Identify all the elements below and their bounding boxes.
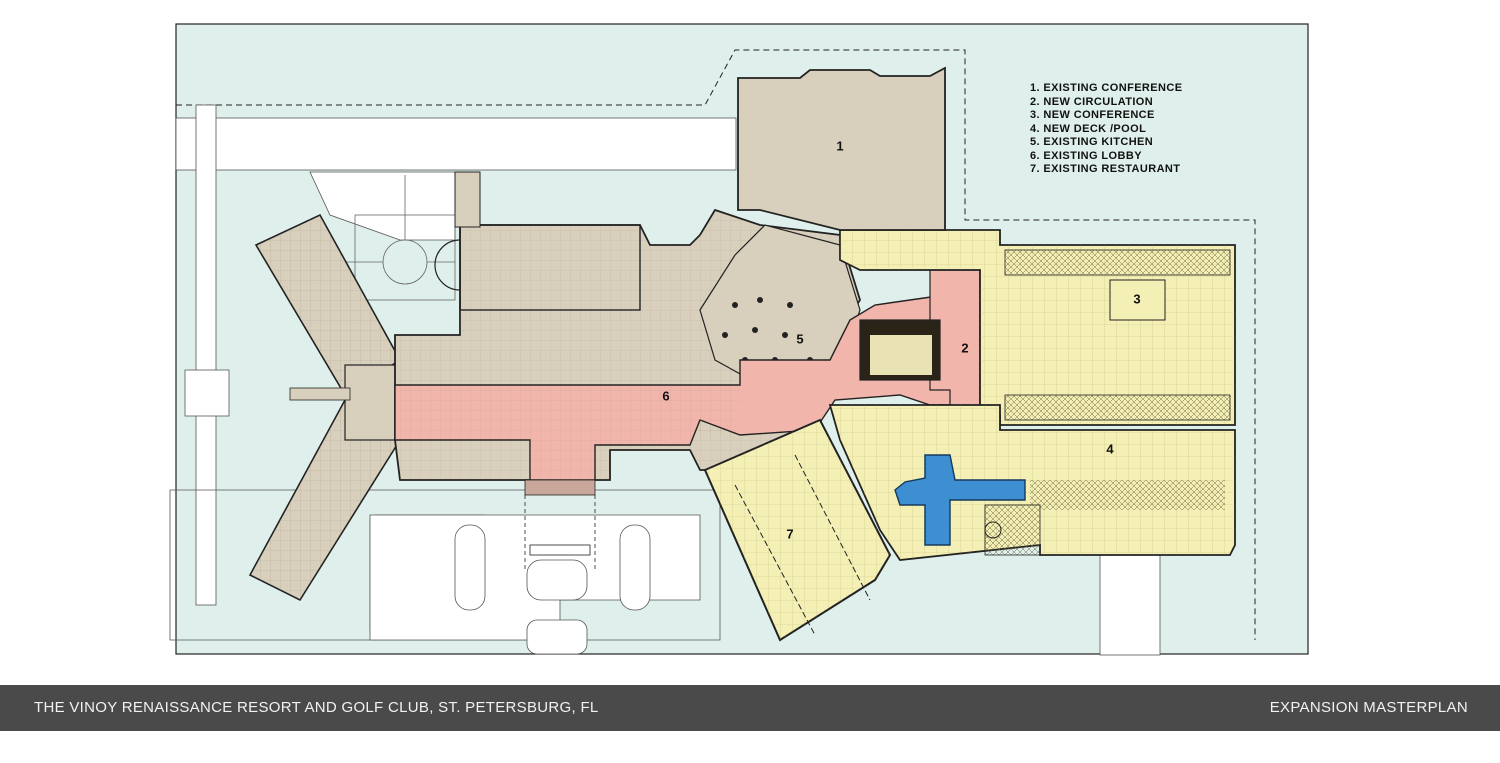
zone-7-restaurant xyxy=(703,418,892,642)
project-title: THE VINOY RENAISSANCE RESORT AND GOLF CL… xyxy=(34,699,599,716)
zone-1-existing-conference xyxy=(737,66,946,231)
zone-label-6: 6 xyxy=(662,388,669,403)
zone-label-1: 1 xyxy=(836,138,843,153)
porte-cochere xyxy=(529,544,591,556)
entry-drive xyxy=(524,495,596,570)
zone-label-5: 5 xyxy=(796,331,803,346)
footer-bar: THE VINOY RENAISSANCE RESORT AND GOLF CL… xyxy=(0,685,1500,731)
legend-item-4: 4. NEW DECK /POOL xyxy=(1030,123,1146,135)
property-line xyxy=(176,49,1256,640)
legend-item-1: 1. EXISTING CONFERENCE xyxy=(1030,82,1182,94)
zone-2-circulation xyxy=(859,269,981,411)
zone-label-7: 7 xyxy=(786,526,793,541)
zone-5-kitchen xyxy=(699,224,861,386)
zone-3-new-conference xyxy=(839,229,1236,426)
legend-item-6: 6. EXISTING LOBBY xyxy=(1030,150,1142,162)
pool xyxy=(894,454,1026,546)
zone-label-3: 3 xyxy=(1133,291,1140,306)
legend: 1. EXISTING CONFERENCE 2. NEW CIRCULATIO… xyxy=(1030,82,1182,175)
zone-label-4: 4 xyxy=(1106,441,1114,456)
legend-item-7: 7. EXISTING RESTAURANT xyxy=(1030,163,1180,175)
entry-canopy xyxy=(524,479,596,496)
legend-item-3: 3. NEW CONFERENCE xyxy=(1030,109,1155,121)
zone-label-2: 2 xyxy=(961,340,968,355)
paving xyxy=(169,104,1161,656)
legend-item-2: 2. NEW CIRCULATION xyxy=(1030,96,1153,108)
legend-item-5: 5. EXISTING KITCHEN xyxy=(1030,136,1153,148)
drawing-title: EXPANSION MASTERPLAN xyxy=(1269,699,1468,716)
guest-wings xyxy=(248,213,406,602)
